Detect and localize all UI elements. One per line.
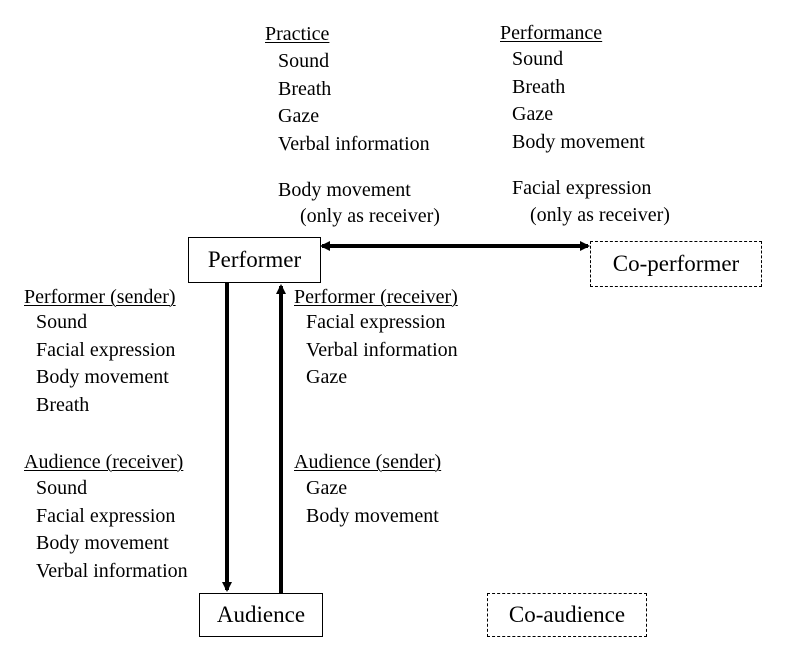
performance-list: Sound Breath Gaze Body movement <box>512 46 645 156</box>
audience-sender-item: Body movement <box>306 504 439 527</box>
practice-list: Sound Breath Gaze Verbal information <box>278 48 430 158</box>
practice-extra-line1: Body movement <box>278 179 411 201</box>
performer-receiver-item: Verbal information <box>306 338 458 361</box>
performance-heading: Performance <box>500 22 603 44</box>
co-audience-box: Co-audience <box>487 593 647 637</box>
practice-item: Gaze <box>278 105 320 127</box>
audience-receiver-heading: Audience (receiver) <box>24 451 184 473</box>
performance-item: Sound <box>512 48 564 70</box>
performer-sender-item: Facial expression <box>36 338 176 361</box>
performer-receiver-heading: Performer (receiver) <box>294 286 458 308</box>
practice-item: Verbal information <box>278 132 430 155</box>
performer-sender-item: Sound <box>36 311 88 333</box>
performer-sender-heading: Performer (sender) <box>24 286 176 308</box>
audience-receiver-list: Sound Facial expression Body movement Ve… <box>36 475 188 585</box>
performer-receiver-item: Gaze <box>306 366 348 388</box>
performer-sender-item: Breath <box>36 393 90 416</box>
performer-receiver-item: Facial expression <box>306 311 446 333</box>
performance-item: Gaze <box>512 103 554 125</box>
audience-box: Audience <box>199 593 323 637</box>
audience-receiver-item: Facial expression <box>36 504 176 527</box>
practice-extra-line2: (only as receiver) <box>300 205 440 227</box>
performance-extra-line1: Facial expression <box>512 177 652 199</box>
audience-sender-heading: Audience (sender) <box>294 451 442 473</box>
practice-item: Sound <box>278 50 330 72</box>
audience-sender-list: Gaze Body movement <box>306 475 439 530</box>
audience-sender-item: Gaze <box>306 477 348 499</box>
performance-extra-line2: (only as receiver) <box>530 204 670 226</box>
performance-item: Breath <box>512 75 566 98</box>
practice-heading: Practice <box>265 23 330 45</box>
audience-receiver-item: Sound <box>36 477 88 499</box>
performer-box: Performer <box>188 237 321 283</box>
audience-receiver-item: Verbal information <box>36 559 188 582</box>
performer-sender-item: Body movement <box>36 366 169 388</box>
performer-receiver-list: Facial expression Verbal information Gaz… <box>306 309 458 392</box>
co-performer-box: Co-performer <box>590 241 762 287</box>
performance-item: Body movement <box>512 130 645 153</box>
performer-sender-list: Sound Facial expression Body movement Br… <box>36 309 175 419</box>
practice-item: Breath <box>278 77 332 100</box>
audience-receiver-item: Body movement <box>36 532 169 554</box>
